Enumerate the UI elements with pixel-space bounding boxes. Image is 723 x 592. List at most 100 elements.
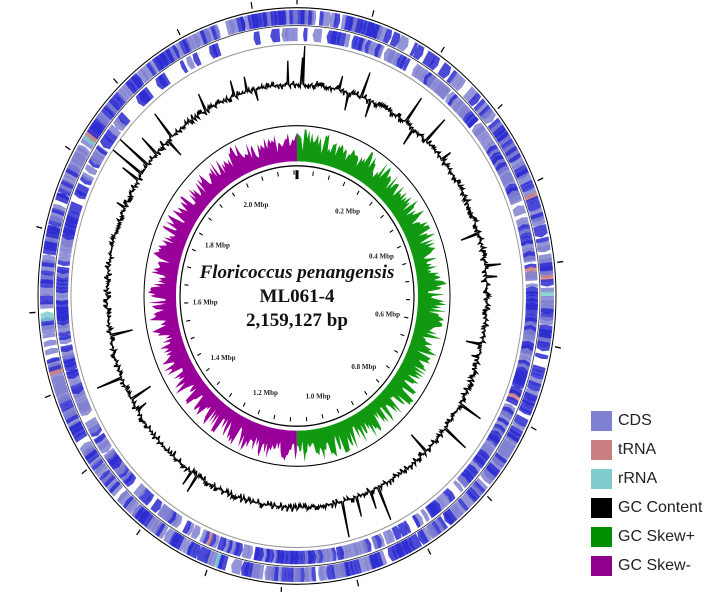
cds-feature <box>288 567 294 583</box>
cds-feature <box>399 56 408 70</box>
cds-feature <box>303 27 308 42</box>
scale-tick <box>327 175 330 180</box>
cds-feature <box>494 127 509 142</box>
outer-tick <box>44 394 51 399</box>
cds-feature <box>344 33 351 48</box>
cds-feature <box>43 339 57 348</box>
cds-feature <box>293 9 299 25</box>
cds-feature <box>163 528 175 544</box>
cds-feature <box>452 480 464 493</box>
cds-feature <box>185 521 195 536</box>
cds-feature <box>108 124 122 138</box>
scale-label: 2.0 Mbp <box>243 201 268 209</box>
cds-feature <box>539 316 554 326</box>
gc-skew-outer-circle <box>143 125 451 467</box>
cds-feature <box>46 357 60 364</box>
cds-feature <box>463 492 475 506</box>
cds-feature <box>66 209 81 222</box>
cds-feature <box>382 28 393 44</box>
cds-feature <box>119 85 132 100</box>
cds-feature <box>460 495 472 509</box>
legend: CDS tRNA rRNA GC Content GC Skew+ GC Ske… <box>591 406 702 580</box>
cds-feature <box>512 421 526 431</box>
scale-label: 0.6 Mbp <box>375 311 400 319</box>
cds-feature <box>534 352 549 360</box>
cds-feature <box>371 535 379 550</box>
cds-feature <box>136 68 149 84</box>
cds-feature <box>132 504 145 520</box>
cds-feature <box>391 525 402 541</box>
scale-tick <box>404 316 409 319</box>
scale-tick <box>261 176 264 181</box>
cds-feature <box>122 495 134 509</box>
cds-feature <box>358 556 370 573</box>
cds-feature <box>512 205 527 217</box>
cds-feature <box>436 492 451 509</box>
scale-tick <box>396 245 401 249</box>
cds-feature <box>526 379 542 392</box>
legend-label: tRNA <box>618 440 657 458</box>
gc-skew-minus-swatch <box>591 555 612 576</box>
cds-feature <box>135 506 148 523</box>
outer-tick <box>530 426 537 431</box>
scale-tick <box>321 413 324 419</box>
scale-tick <box>216 381 221 386</box>
cds-feature <box>386 528 396 543</box>
cds-feature <box>179 59 189 74</box>
cds-feature <box>86 420 101 434</box>
scale-tick <box>342 181 346 187</box>
legend-item-trna: tRNA <box>591 435 702 464</box>
cds-feature <box>145 61 157 77</box>
cds-feature <box>540 278 554 287</box>
cds-feature <box>425 504 436 519</box>
cds-feature <box>524 391 538 401</box>
cds-feature <box>253 31 261 46</box>
gc-skew-positive <box>296 129 447 462</box>
gc-content-outer-circle <box>70 43 524 549</box>
cds-feature <box>518 228 532 236</box>
cds-feature <box>199 528 207 543</box>
cds-feature <box>98 469 111 481</box>
cds-feature <box>213 24 221 40</box>
scale-label: 1.4 Mbp <box>211 354 236 362</box>
outer-tick <box>204 569 208 577</box>
outer-tick <box>176 28 181 36</box>
cds-feature <box>104 476 119 491</box>
cds-feature <box>389 31 401 48</box>
cds-feature <box>241 544 250 559</box>
cds-feature <box>182 520 192 535</box>
cds-feature <box>60 344 74 352</box>
cds-feature <box>537 244 551 253</box>
outer-tick <box>81 469 87 475</box>
cds-feature <box>446 69 458 84</box>
cds-feature <box>325 564 336 580</box>
scale-tick <box>369 201 373 206</box>
cds-feature <box>130 75 142 89</box>
cds-feature <box>117 111 131 126</box>
cds-feature <box>228 19 236 35</box>
cds-feature <box>88 454 102 468</box>
legend-label: GC Skew- <box>618 556 691 574</box>
cds-feature <box>505 396 519 407</box>
cds-feature <box>72 151 87 164</box>
cds-feature <box>412 514 421 528</box>
cds-feature <box>178 39 190 55</box>
outer-tick <box>371 10 375 17</box>
outer-tick <box>554 346 562 349</box>
outer-tick <box>497 103 503 110</box>
cds-feature <box>58 256 71 262</box>
cds-feature <box>402 57 411 72</box>
scale-tick <box>219 203 223 208</box>
scale-tick <box>336 408 340 414</box>
cds-feature <box>108 455 121 467</box>
outer-tick <box>427 548 432 555</box>
outer-tick <box>36 225 43 229</box>
cds-feature <box>133 72 145 87</box>
cds-feature <box>141 86 154 102</box>
legend-label: GC Skew+ <box>618 527 695 545</box>
cds-feature <box>75 396 90 409</box>
cds-feature <box>470 483 483 498</box>
scale-circle <box>179 165 415 427</box>
cds-feature <box>467 116 479 129</box>
